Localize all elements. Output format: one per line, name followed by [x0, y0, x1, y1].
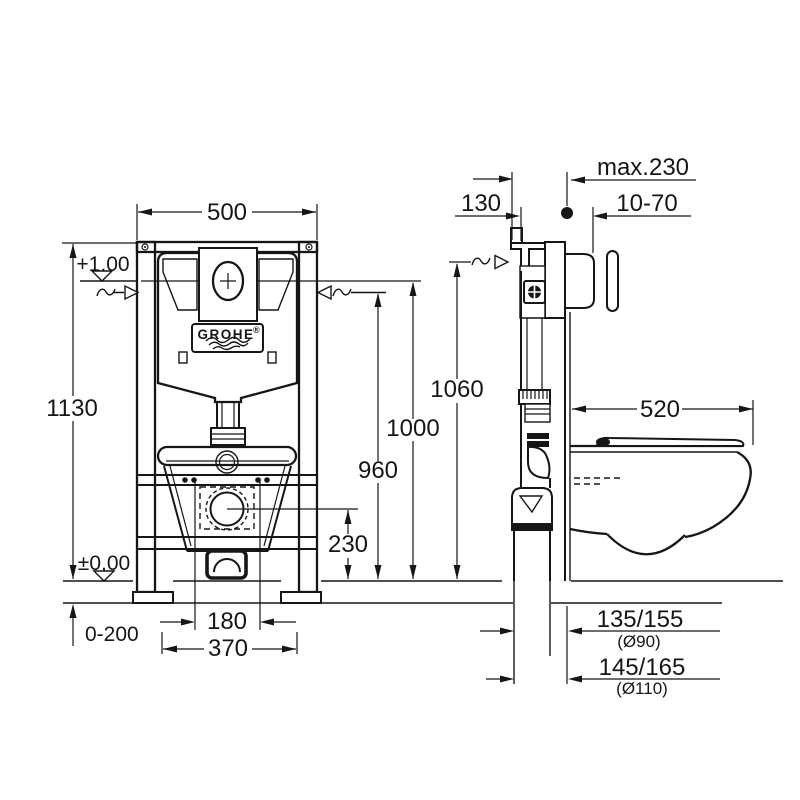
dim-label-dia90: (Ø90)	[617, 632, 660, 651]
actuator-block-hatched	[564, 253, 595, 309]
grohe-wave-icon	[205, 336, 251, 344]
break-squiggle-icon	[332, 288, 386, 297]
dim-frame-width: 500	[136, 199, 318, 240]
dim-top-offset: 130	[455, 190, 522, 241]
dim-frame-height: 1130	[46, 242, 137, 579]
center-cross-icon	[220, 273, 236, 289]
lower-cross-rail	[137, 536, 317, 550]
wall-break-arrow-left	[96, 284, 140, 301]
mounting-bolt	[264, 477, 270, 483]
dim-label-520: 520	[640, 396, 680, 423]
dim-drain-110: 145/165 (Ø110)	[486, 654, 720, 698]
dim-label-230: 230	[328, 531, 368, 558]
dim-bolt-spacing: 180	[160, 478, 296, 635]
foot-plate-left	[132, 591, 174, 604]
bowl-side-view	[569, 436, 752, 556]
dim-feet-adjust: 0-200	[69, 604, 139, 646]
mounting-rail	[137, 474, 317, 486]
bowl-top-profile	[156, 445, 298, 467]
dim-height-230: 230	[328, 510, 368, 579]
flush-actuator-opening	[211, 260, 245, 302]
dim-label-370: 370	[208, 635, 248, 662]
dim-label-1000: 1000	[386, 415, 439, 442]
flush-pipe	[216, 402, 240, 428]
tank-tab-left	[178, 351, 188, 364]
drain-mount-plate	[199, 486, 255, 530]
dim-label-145-165: 145/165	[599, 654, 686, 681]
dimensions: 500 1130 +1,00 ±0,00	[46, 154, 754, 698]
bend-curve	[527, 445, 551, 480]
dim-label-180: 180	[207, 608, 247, 635]
foot-plate-right	[280, 591, 322, 604]
level-label-zero: ±0,00	[78, 552, 130, 575]
bowl-front-curve	[684, 450, 752, 539]
dim-height-1000: 1000	[141, 280, 440, 579]
level-marker-floor: ±0,00	[78, 552, 130, 582]
frame-rail-right	[297, 240, 319, 594]
dim-height-1060: 1060	[430, 254, 510, 579]
dim-wall-finish: 10-70	[592, 190, 691, 253]
cistern-wing-right	[258, 258, 294, 311]
section-arrow-icon	[316, 284, 332, 301]
flush-pipe-collar	[210, 427, 246, 446]
mounting-bolt	[182, 477, 188, 483]
dim-label-135-155: 135/155	[597, 606, 684, 633]
dim-label-130: 130	[461, 190, 501, 217]
corner-screw-right	[305, 243, 313, 251]
mounting-bolt	[191, 477, 197, 483]
dim-drain-90: 135/155 (Ø90)	[480, 606, 720, 684]
seat-hinge	[596, 437, 610, 447]
dim-label-10-70: 10-70	[616, 190, 677, 217]
grohe-logo: GROHE ®	[191, 323, 264, 353]
dim-label-1130: 1130	[46, 395, 98, 422]
dim-max-depth: max.230	[473, 154, 696, 240]
break-squiggle-icon	[96, 288, 124, 297]
cistern-wing-left	[162, 258, 198, 311]
flush-inlet-seal	[215, 450, 239, 474]
frame-rail-left	[135, 240, 157, 594]
dim-height-960: 960	[358, 293, 398, 579]
corner-screw-left	[141, 243, 149, 251]
break-squiggle-icon	[471, 257, 491, 266]
drain-pipe	[513, 531, 551, 581]
tank-tab-right	[267, 351, 277, 364]
bowl-trap-curve	[606, 533, 686, 556]
dim-label-max230: max.230	[597, 154, 689, 181]
dim-base-width: 370	[161, 632, 298, 662]
frame-top-stub	[510, 227, 523, 244]
dim-label-960: 960	[358, 457, 398, 484]
flush-plate	[606, 250, 619, 312]
registered-mark: ®	[253, 325, 260, 335]
toilet-seat	[595, 436, 745, 447]
section-arrow-icon	[124, 284, 140, 301]
hidden-fixing-lines	[574, 477, 620, 485]
water-inlet-fitting	[523, 280, 546, 304]
dim-bowl-depth: 520	[572, 396, 754, 445]
level-marker-icon	[90, 270, 114, 282]
bend-step	[524, 403, 551, 423]
outlet-stub	[205, 549, 248, 580]
dim-label-500: 500	[207, 199, 247, 226]
side-view	[510, 227, 752, 684]
dim-label-dia110: (Ø110)	[616, 679, 668, 698]
wall-break-arrow-right	[316, 284, 386, 301]
frame-column-front	[544, 241, 566, 319]
brand-label: GROHE	[197, 327, 254, 342]
front-view: GROHE ®	[132, 240, 358, 604]
level-marker-top: +1,00	[76, 253, 138, 282]
section-arrow-icon	[494, 254, 510, 270]
reference-point-dot	[561, 207, 573, 219]
dim-label-0-200: 0-200	[85, 623, 139, 646]
dim-label-1060: 1060	[430, 376, 483, 403]
level-marker-icon	[92, 570, 116, 582]
level-label-plus: +1,00	[76, 253, 129, 276]
